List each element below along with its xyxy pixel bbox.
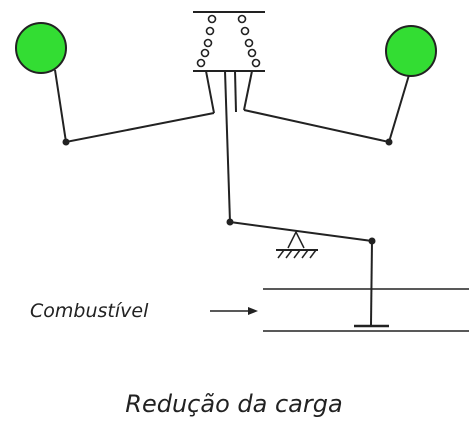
right-joint — [385, 138, 393, 146]
fulcrum — [276, 230, 318, 259]
right-arm — [243, 74, 410, 144]
left-flyweight — [15, 22, 67, 74]
spring-right-coil — [237, 14, 261, 68]
flyweight-arms — [54, 69, 410, 144]
left-arm — [54, 69, 215, 144]
diagram-caption: Redução da carga — [125, 390, 342, 418]
lever-left-joint — [226, 218, 234, 226]
spring-left-coil — [196, 14, 217, 68]
control-lever — [229, 221, 373, 242]
fuel-label: Combustível — [30, 300, 149, 322]
central-spindle — [205, 70, 253, 223]
right-flyweight — [385, 25, 437, 77]
throttle-valve — [354, 240, 389, 328]
left-joint — [62, 138, 70, 146]
spring-assembly — [193, 11, 265, 72]
fuel-pipe — [263, 288, 469, 332]
fuel-arrow — [210, 307, 258, 315]
